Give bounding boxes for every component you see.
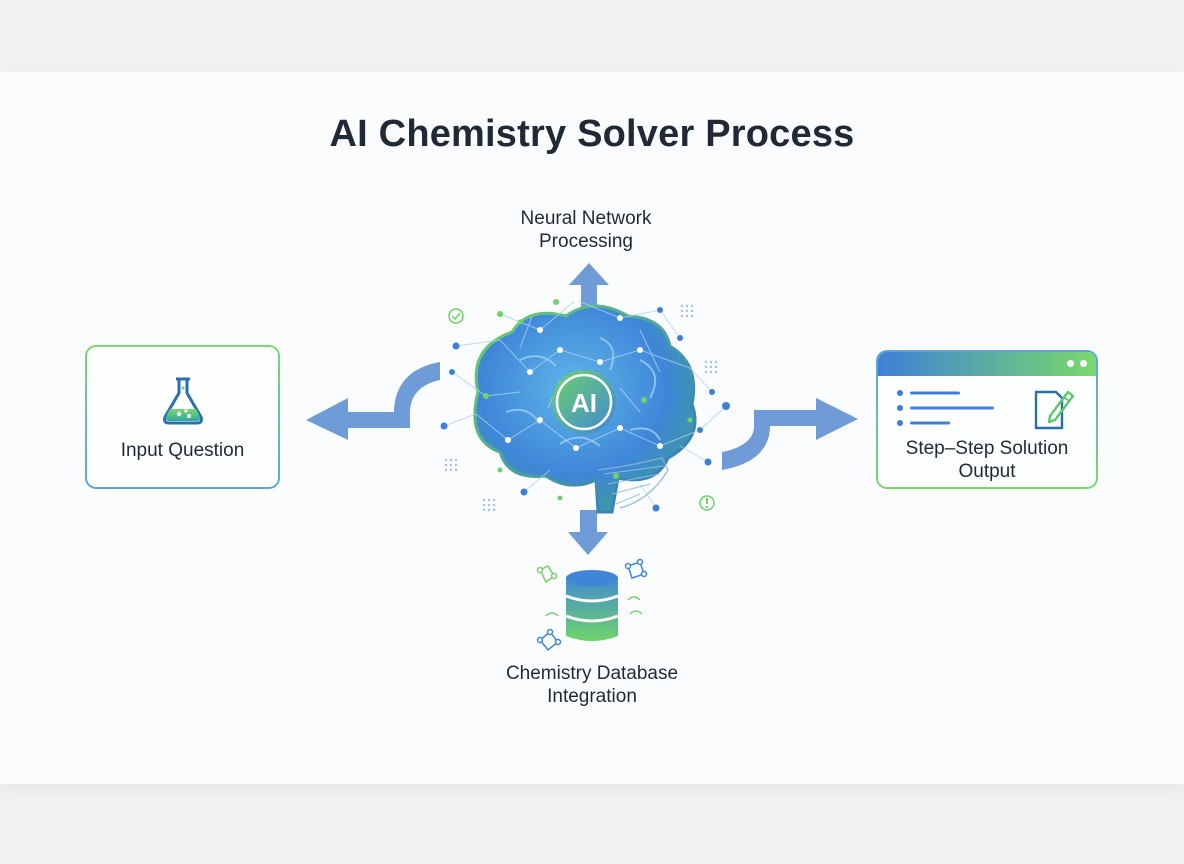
dot-grid-icon xyxy=(444,304,718,512)
solution-output-box: Step–Step Solution Output xyxy=(876,350,1098,489)
neural-network-label: Neural Network Processing xyxy=(486,207,686,253)
check-circle-icon xyxy=(448,308,464,324)
neural-network-label-line1: Neural Network xyxy=(520,208,652,229)
solution-output-label-line1: Step–Step Solution xyxy=(905,438,1069,459)
window-title-bar xyxy=(878,352,1096,376)
alert-circle-icon xyxy=(699,495,715,511)
input-question-label: Input Question xyxy=(120,440,245,461)
bullet-list-icon xyxy=(897,390,994,426)
brain-icon: AI xyxy=(440,297,730,514)
page-title: AI Chemistry Solver Process xyxy=(329,113,855,155)
window-dot-2 xyxy=(1080,360,1087,367)
arrow-left-icon xyxy=(306,362,440,440)
solution-output-label-line2: Output xyxy=(958,461,1016,482)
solution-output-label: Step–Step Solution Output xyxy=(878,437,1096,483)
flask-icon xyxy=(163,377,203,425)
molecule-icon xyxy=(536,558,648,652)
database-label-line1: Chemistry Database xyxy=(505,663,679,684)
arrow-down-icon xyxy=(568,510,608,555)
arrow-right-icon xyxy=(722,398,858,470)
window-dot-1 xyxy=(1067,360,1074,367)
database-label: Chemistry Database Integration xyxy=(482,662,702,708)
input-question-box: Input Question xyxy=(85,345,280,489)
neural-network-label-line2: Processing xyxy=(539,231,633,252)
database-label-line2: Integration xyxy=(547,686,637,707)
arrow-up-icon xyxy=(569,263,609,309)
edit-document-icon xyxy=(1034,390,1075,430)
database-icon xyxy=(565,570,619,641)
ai-core-label: AI xyxy=(571,388,597,418)
